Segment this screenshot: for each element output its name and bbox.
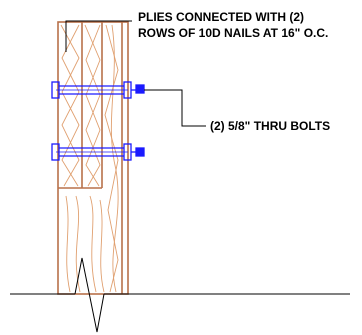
- bolts-leader: [144, 89, 206, 127]
- wood-grain: [60, 24, 119, 293]
- plies-note-line-2: ROWS OF 10D NAILS AT 16" O.C.: [138, 26, 328, 40]
- leader-lines: [65, 20, 206, 127]
- built-up-post: [57, 21, 129, 295]
- plies-leader: [65, 20, 132, 52]
- thru-bolt-lower: [51, 143, 145, 161]
- bolts-note: (2) 5/8" THRU BOLTS: [210, 119, 330, 133]
- post-outline: [57, 21, 129, 295]
- plies-note-line-1: PLIES CONNECTED WITH (2): [138, 10, 304, 24]
- thru-bolt-upper: [51, 81, 145, 99]
- break-line: [10, 257, 350, 333]
